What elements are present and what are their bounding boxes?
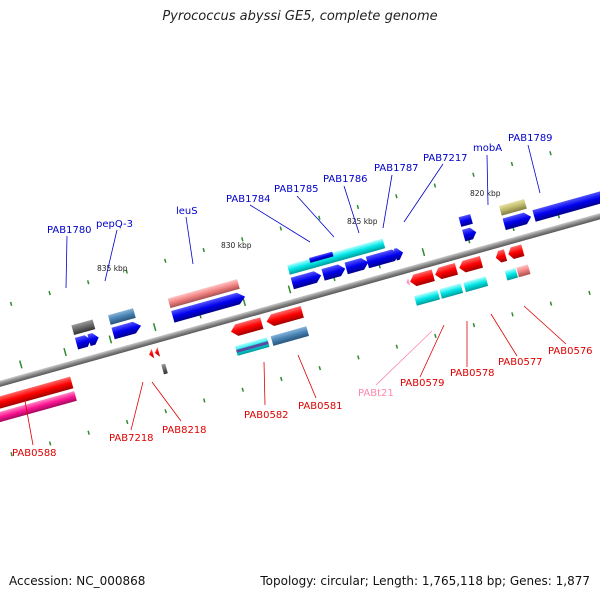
reverse-dot-track	[10, 290, 591, 457]
gene-label-pab0579[interactable]: PAB0579	[400, 378, 445, 389]
reverse-leader-lines	[24, 305, 567, 446]
gene-pab0581-feature	[270, 326, 309, 346]
scale-ticks	[19, 210, 561, 369]
gene-pab0582-feature2	[236, 341, 269, 353]
gene-pab1787-cds	[365, 249, 400, 269]
map-title: Pyrococcus abyssi GE5, complete genome	[162, 9, 438, 24]
gene-pepq3-cds	[111, 321, 142, 340]
gene-label-pabt21[interactable]: PABt21	[358, 388, 394, 399]
gene-label-pab0581[interactable]: PAB0581	[298, 401, 343, 412]
genome-backbone	[0, 176, 600, 424]
gene-moba-feature	[458, 214, 473, 227]
gene-label-pab7218[interactable]: PAB7218	[109, 433, 154, 444]
gene-label-pab1784[interactable]: PAB1784	[226, 194, 271, 205]
gene-label-pab1786[interactable]: PAB1786	[323, 174, 368, 185]
gene-pab0582-cds	[230, 317, 264, 336]
gene-leus-cds	[171, 292, 246, 323]
gene-operon-rna-feature	[287, 238, 386, 275]
gene-pab0576a-cds	[495, 249, 508, 263]
gene-pab0581-cds	[266, 306, 304, 326]
reverse-genes	[0, 244, 531, 428]
gene-label-pab0578[interactable]: PAB0578	[450, 368, 495, 379]
gene-pab0588-cds	[0, 376, 74, 415]
gene-label-pab1785[interactable]: PAB1785	[274, 184, 319, 195]
gene-next-cds	[532, 188, 600, 222]
scale-label-835: 835 kbp	[97, 264, 128, 273]
gene-label-pepq3[interactable]: pepQ-3	[96, 219, 133, 230]
pabt21-leader-line	[375, 330, 433, 386]
gene-pab0588-feature	[0, 391, 77, 428]
gene-label-moba[interactable]: mobA	[473, 143, 502, 154]
scale-label-825: 825 kbp	[347, 217, 378, 226]
gene-pab1789-feature	[499, 199, 527, 216]
gene-pab0576-feature	[504, 267, 518, 281]
gene-label-pab1780[interactable]: PAB1780	[47, 225, 92, 236]
gene-pab1785-cds	[321, 264, 346, 281]
gene-pab7217-cds	[393, 248, 404, 261]
gene-label-leus[interactable]: leuS	[176, 206, 198, 217]
gene-pab1780-cds	[74, 333, 99, 350]
gene-label-pab8218[interactable]: PAB8218	[162, 425, 207, 436]
gene-pab1785-feature	[309, 251, 334, 263]
gene-pab1789-cds	[502, 212, 532, 231]
genome-summary-text: Topology: circular; Length: 1,765,118 bp…	[260, 574, 590, 588]
gene-pab0579-feature	[414, 289, 440, 306]
gene-label-pab7217[interactable]: PAB7217	[423, 153, 468, 164]
gene-pab0577-cds	[459, 256, 484, 273]
gene-pab1784-cds	[290, 271, 322, 290]
scale-label-830: 830 kbp	[221, 241, 252, 250]
gene-label-pab1787[interactable]: PAB1787	[374, 163, 419, 174]
gene-label-pab0588[interactable]: PAB0588	[12, 448, 57, 459]
gene-label-pab1789[interactable]: PAB1789	[508, 133, 553, 144]
forward-leader-lines	[65, 144, 541, 289]
gene-pab1780-feature	[71, 319, 96, 336]
gene-label-pab0582[interactable]: PAB0582	[244, 410, 289, 421]
gene-pepq3-feature	[108, 308, 136, 325]
gene-pab0578-feature	[439, 283, 464, 299]
gene-moba-cds	[462, 227, 477, 242]
forward-dot-track	[9, 151, 552, 306]
accession-text: Accession: NC_000868	[9, 574, 146, 588]
gene-label-pab0576[interactable]: PAB0576	[548, 346, 593, 357]
gene-pab8218-cds	[154, 347, 161, 357]
gene-label-pab0577[interactable]: PAB0577	[498, 357, 543, 368]
gene-pab1786-cds	[344, 258, 369, 275]
gene-pabt21-rna	[406, 278, 411, 286]
gene-leus-feature	[167, 279, 240, 309]
gene-pab7218-cds	[149, 348, 155, 359]
forward-genes	[71, 188, 600, 350]
gene-pab0578-cds	[435, 263, 458, 280]
gene-pab0577-feature	[463, 276, 489, 293]
gene-pab0576b-cds	[508, 244, 525, 259]
gene-pab0576-feature2	[516, 264, 531, 278]
gene-pab0579-cds	[410, 269, 435, 287]
gene-pab8218-feature	[161, 363, 168, 375]
scale-label-820: 820 kbp	[470, 189, 501, 198]
